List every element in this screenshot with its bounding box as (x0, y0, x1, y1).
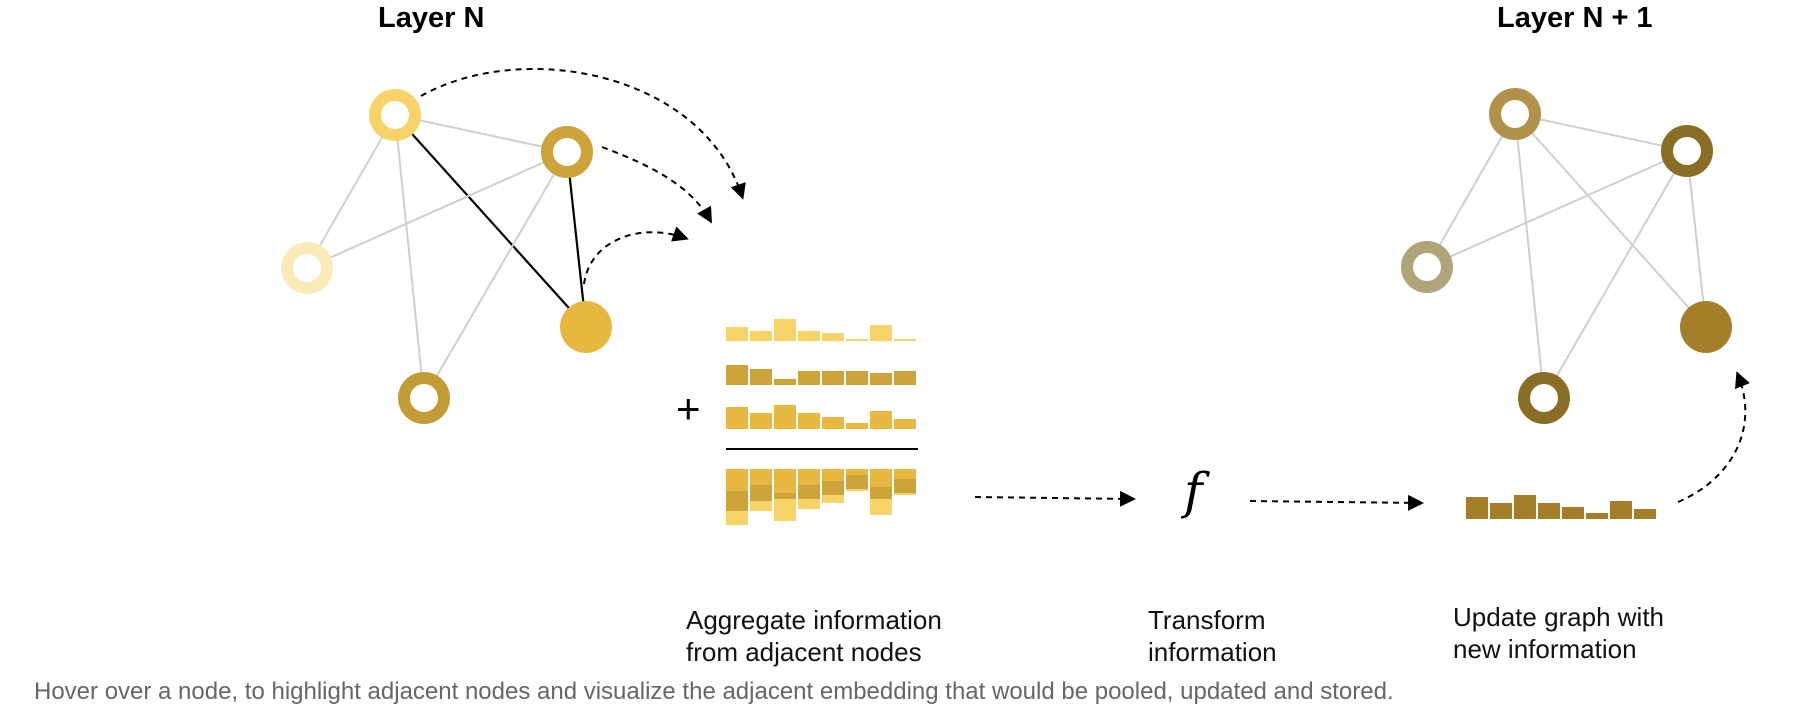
aggregate-stack-node-B-bar-4 (822, 481, 844, 495)
arrow-transform-to-update (1249, 494, 1424, 511)
edge-a-b (394, 114, 568, 153)
aggregate-stack-node-D-bar-5 (846, 469, 868, 475)
embedding-node-d-bar-3 (798, 413, 820, 429)
embedding-node-d-bar-5 (846, 423, 868, 429)
aggregate-stack-node-D-bar-4 (822, 469, 844, 481)
embedding-node-d-bar-6 (870, 411, 892, 429)
transform-label: Transform information (1148, 605, 1277, 667)
embedding-node-a-bar-2 (774, 319, 796, 341)
layer-n-node-b[interactable] (541, 126, 593, 178)
message-arrow-from-node-d (583, 226, 689, 285)
updated-embedding-bar-3 (1538, 503, 1560, 519)
aggregate-stack-node-A-bar-3 (798, 499, 820, 509)
updated-embedding-bar-5 (1586, 513, 1608, 519)
edge-b-c (1426, 150, 1688, 268)
edge-b-e (423, 151, 568, 399)
embedding-node-d-bar-0 (726, 407, 748, 429)
transform-function-symbol: f (1184, 462, 1203, 520)
embedding-node-a-bar-4 (822, 333, 844, 341)
embedding-node-b-bar-1 (750, 369, 772, 385)
aggregate-stack-node-A-bar-5 (846, 489, 868, 491)
updated-embedding-bar-2 (1514, 495, 1536, 519)
edge-a-b (1514, 113, 1688, 152)
edge-a-c (306, 114, 396, 269)
layer-n-nodes (281, 89, 612, 424)
aggregate-stack-node-D-bar-1 (750, 469, 772, 485)
embedding-node-d-bar-1 (750, 413, 772, 429)
embedding-node-d-bar-7 (894, 419, 916, 429)
layer-n1-node-d[interactable] (1680, 301, 1732, 353)
edge-b-e (1543, 150, 1688, 399)
embedding-node-a-bar-6 (870, 325, 892, 341)
embedding-node-b-bar-2 (774, 379, 796, 385)
aggregate-stack-node-B-bar-1 (750, 485, 772, 501)
embedding-node-a-bar-0 (726, 327, 748, 341)
aggregate-stack-node-B-bar-5 (846, 475, 868, 489)
layer-n1-node-b[interactable] (1661, 125, 1713, 177)
arrow-update-to-node (1677, 371, 1750, 503)
layer-n1-node-a[interactable] (1489, 88, 1541, 140)
aggregate-stack-node-D-bar-2 (774, 469, 796, 493)
aggregate-stack-node-D-bar-0 (726, 469, 748, 491)
updated-embedding-bar-4 (1562, 507, 1584, 519)
embedding-node-b-bar-6 (870, 373, 892, 385)
edge-a-d (1514, 113, 1707, 328)
aggregate-stack-node-B-bar-6 (870, 487, 892, 499)
layer-n-title: Layer N (378, 2, 485, 34)
embedding-bars (726, 319, 1656, 525)
edge-b-d (1686, 150, 1707, 328)
message-arrow-from-node-a (420, 68, 746, 200)
layer-n-plus-1-title: Layer N + 1 (1497, 2, 1653, 34)
aggregate-stack-node-A-bar-7 (894, 493, 916, 495)
layer-n-edges (306, 114, 588, 399)
edge-a-e (394, 114, 425, 399)
layer-n-node-e[interactable] (398, 372, 450, 424)
aggregate-stack-node-D-bar-3 (798, 469, 820, 485)
embedding-node-b-bar-3 (798, 371, 820, 385)
layer-n1-node-c[interactable] (1401, 241, 1453, 293)
updated-embedding-bar-6 (1610, 501, 1632, 519)
arrow-aggregate-to-transform (974, 490, 1136, 507)
aggregate-stack-node-A-bar-0 (726, 511, 748, 525)
edge-a-c (1426, 113, 1516, 268)
aggregate-stack-node-B-bar-2 (774, 493, 796, 499)
aggregate-stack-node-A-bar-2 (774, 499, 796, 521)
plus-icon: + (676, 385, 701, 432)
edge-b-c (306, 151, 568, 269)
embedding-node-b-bar-4 (822, 371, 844, 385)
embedding-node-a-bar-1 (750, 331, 772, 341)
layer-n-node-c[interactable] (281, 242, 333, 294)
updated-embedding-bar-7 (1634, 509, 1656, 519)
aggregate-stack-node-A-bar-6 (870, 499, 892, 515)
embedding-node-a-bar-7 (894, 339, 916, 341)
updated-embedding-bar-0 (1466, 497, 1488, 519)
embedding-node-a-bar-3 (798, 331, 820, 341)
updated-embedding-bar-1 (1490, 503, 1512, 519)
aggregate-stack-node-B-bar-7 (894, 479, 916, 493)
embedding-node-b-bar-7 (894, 371, 916, 385)
aggregate-stack-node-B-bar-0 (726, 491, 748, 511)
embedding-node-d-bar-4 (822, 417, 844, 429)
update-label: Update graph with new information (1453, 602, 1665, 664)
aggregate-stack-node-B-bar-3 (798, 485, 820, 499)
edge-b-d (565, 151, 588, 328)
embedding-node-d-bar-2 (774, 405, 796, 429)
aggregate-stack-node-D-bar-6 (870, 469, 892, 487)
embedding-node-a-bar-5 (846, 339, 868, 341)
edge-a-e (1514, 113, 1545, 399)
layer-n-node-d[interactable] (560, 301, 612, 353)
aggregate-label: Aggregate information from adjacent node… (686, 605, 942, 667)
hover-instruction-caption: Hover over a node, to highlight adjacent… (34, 678, 1394, 705)
edge-a-d (394, 114, 587, 328)
aggregate-stack-node-A-bar-1 (750, 501, 772, 511)
aggregate-stack-node-D-bar-7 (894, 469, 916, 479)
layer-n-node-a[interactable] (369, 89, 421, 141)
aggregate-stack-node-A-bar-4 (822, 495, 844, 503)
layer-n1-nodes (1401, 88, 1732, 424)
message-arrow-from-node-b (601, 146, 712, 224)
layer-n1-edges (1426, 113, 1707, 399)
layer-n1-node-e[interactable] (1518, 372, 1570, 424)
embedding-node-b-bar-0 (726, 365, 748, 385)
embedding-node-b-bar-5 (846, 371, 868, 385)
